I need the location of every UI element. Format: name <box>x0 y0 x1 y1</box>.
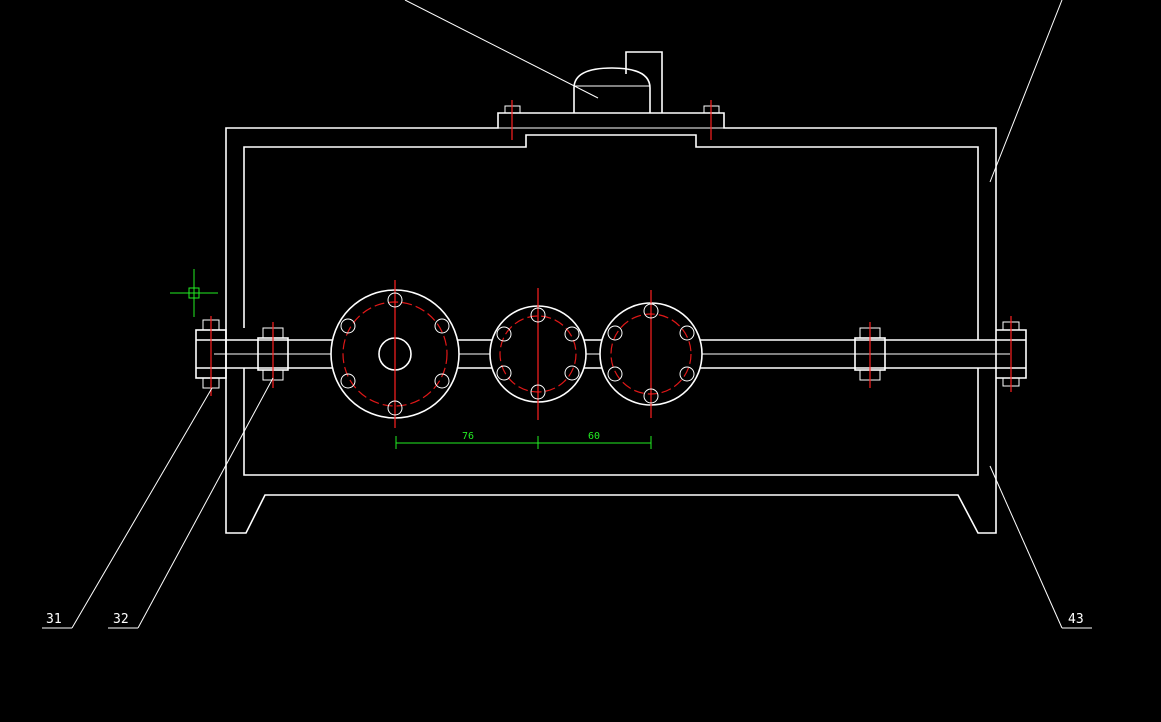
dimension-text-76: 76 <box>462 431 474 442</box>
dimension-line-60[interactable]: 60 <box>538 431 652 449</box>
part-label-43[interactable]: 43 <box>1068 612 1084 627</box>
dimension-line-76[interactable]: 76 <box>395 431 539 449</box>
gear-middle <box>489 288 587 420</box>
dimension-text-60: 60 <box>588 431 600 442</box>
housing-inner-cavity <box>243 127 979 476</box>
part-label-31[interactable]: 31 <box>46 612 62 627</box>
part-label-32[interactable]: 32 <box>113 612 129 627</box>
shaft-collar-left <box>257 322 289 388</box>
top-bolt-left <box>504 100 521 140</box>
crosshair-cursor-icon <box>170 269 218 317</box>
gear-large <box>330 280 460 428</box>
left-end-bearing <box>195 316 227 396</box>
motor-housing <box>573 51 663 113</box>
right-end-bearing <box>996 316 1027 392</box>
gear-right <box>599 290 703 418</box>
shaft-collar-right <box>854 322 886 388</box>
leader-lines <box>42 0 1092 629</box>
housing-outline <box>225 112 997 534</box>
top-bolt-right <box>703 100 720 140</box>
